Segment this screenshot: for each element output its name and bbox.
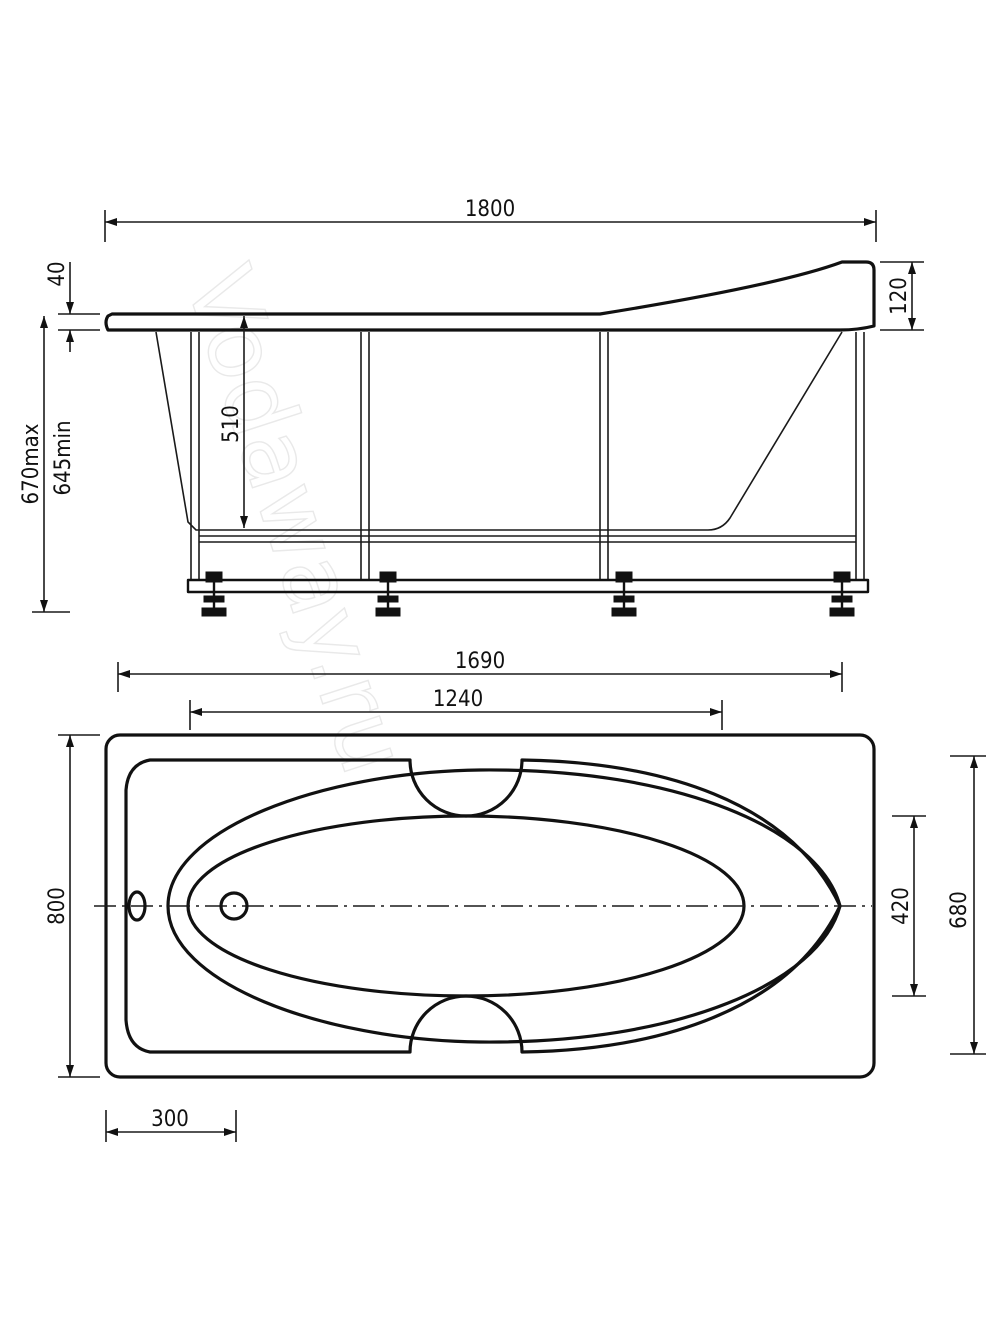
dimension-label-inner-depth: 510: [219, 405, 244, 443]
dimension-overall-width: 800: [45, 734, 100, 1078]
dimension-inner-length: 1240: [189, 687, 723, 730]
top-view: 1690 1240 300 800 420: [45, 649, 986, 1142]
side-view-rim-outline: [104, 260, 876, 332]
dimension-label-outer-length: 1690: [455, 649, 505, 674]
dimension-overall-height: 670max 645min: [19, 316, 76, 613]
side-view: 1800 40 120 510 670max 645min: [19, 197, 924, 617]
dimension-bottom-width: 420: [889, 815, 926, 997]
dimension-label-rim-thickness: 40: [45, 261, 70, 286]
overflow-icon: [127, 890, 147, 922]
dimension-label-inner-length: 1240: [433, 687, 483, 712]
dimension-inner-depth: 510: [219, 316, 248, 528]
top-view-basin-outline: [124, 758, 842, 1054]
dimension-label-bottom-width: 420: [889, 887, 914, 925]
dimension-label-height-max: 670max: [19, 423, 44, 504]
dimension-outer-length: 1690: [117, 649, 843, 692]
dimension-label-drain-offset: 300: [151, 1107, 189, 1132]
dimension-label-height-min: 645min: [51, 420, 76, 495]
dimension-label-headrest-height: 120: [887, 277, 912, 315]
drain-icon: [219, 891, 249, 921]
dimension-headrest-height: 120: [880, 261, 924, 331]
dimension-label-overall-length: 1800: [465, 197, 515, 222]
side-view-feet: [201, 571, 855, 617]
dimension-label-overall-width: 800: [45, 887, 70, 925]
dimension-overall-length: 1800: [104, 197, 877, 242]
dimension-inner-width: 680: [947, 755, 986, 1055]
dimension-rim-thickness: 40: [45, 261, 100, 352]
watermark: Vodaway.ru: [164, 254, 428, 787]
dimension-drain-offset: 300: [105, 1107, 237, 1142]
dimension-label-inner-width: 680: [947, 891, 972, 929]
side-view-basin-outline: [155, 331, 843, 531]
side-view-frame: [186, 332, 870, 594]
